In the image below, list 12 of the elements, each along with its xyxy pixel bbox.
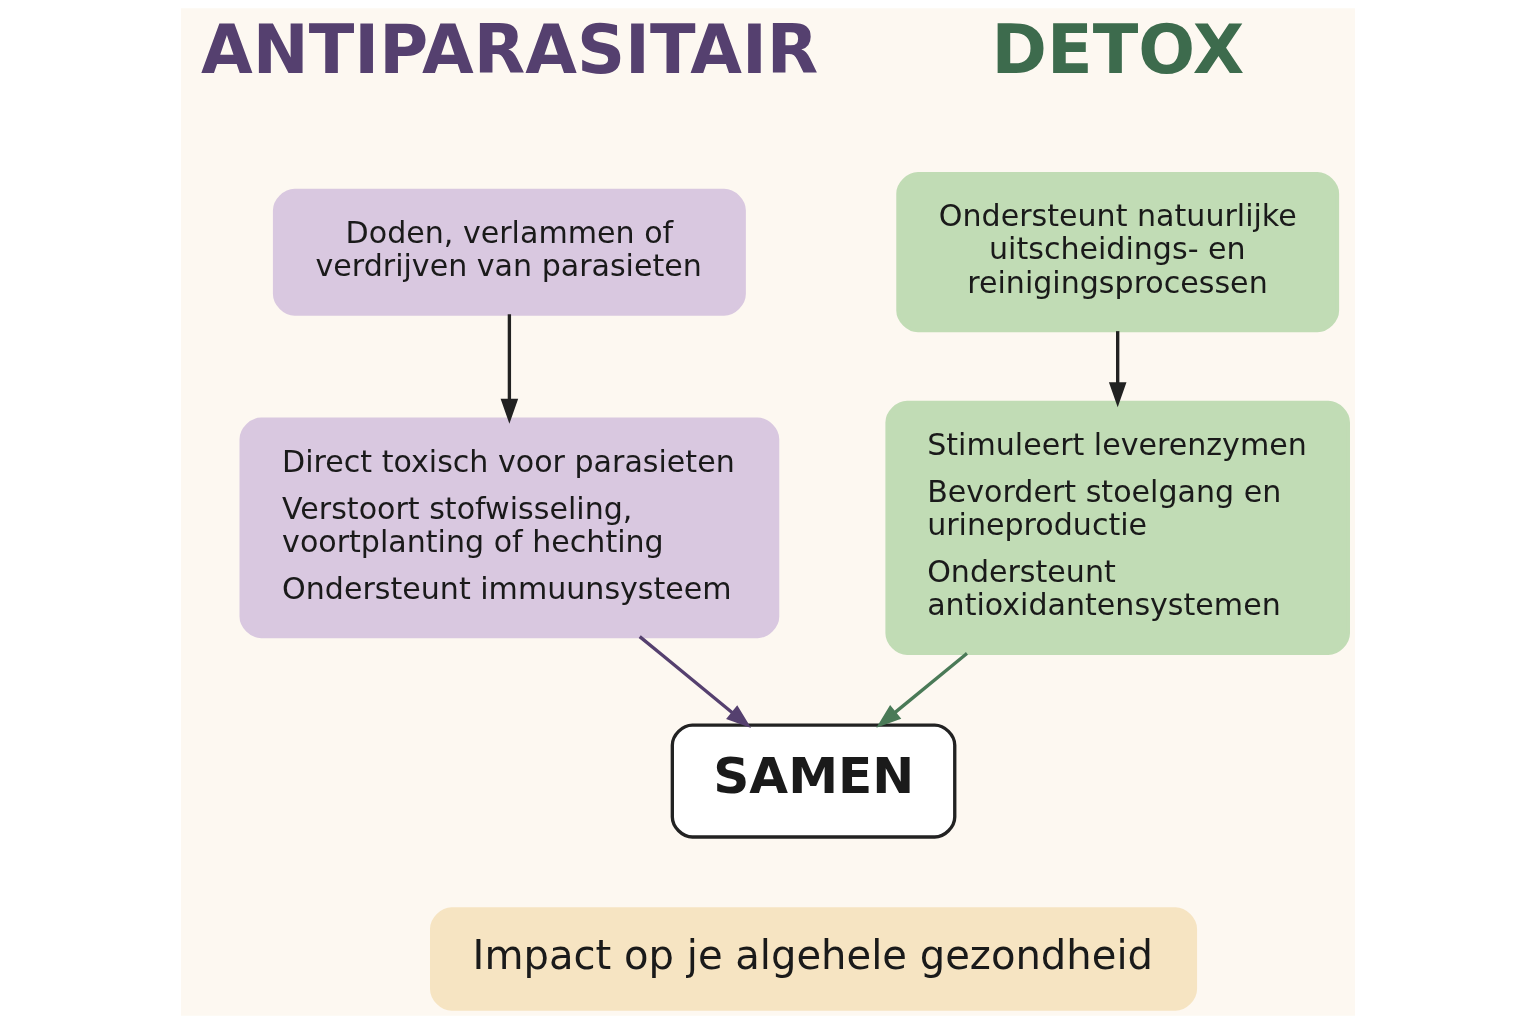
node-box: Ondersteunt natuurlijke uitscheidings- en reinigingsprocessen xyxy=(896,171,1340,333)
node-box: Impact op je algehele gezondheid xyxy=(430,907,1198,1011)
arrow xyxy=(500,314,519,424)
label: DETOX xyxy=(991,11,1245,90)
node-box: SAMEN xyxy=(670,723,957,839)
node-box: Direct toxisch voor parasieten Verstoort stofwisseling, voortplanting of hechting Ondersteunt immuunsysteem xyxy=(239,417,780,639)
arrow xyxy=(638,635,752,729)
arrow xyxy=(1108,331,1127,408)
node-box: Stimuleert leverenzymen Bevordert stoelgang en urineproductie Ondersteunt antioxidantensystemen xyxy=(885,400,1350,655)
label: ANTIPARASITAIR xyxy=(201,11,819,90)
arrow xyxy=(876,652,968,728)
node-box: Doden, verlammen of verdrijven van parasieten xyxy=(272,188,746,316)
